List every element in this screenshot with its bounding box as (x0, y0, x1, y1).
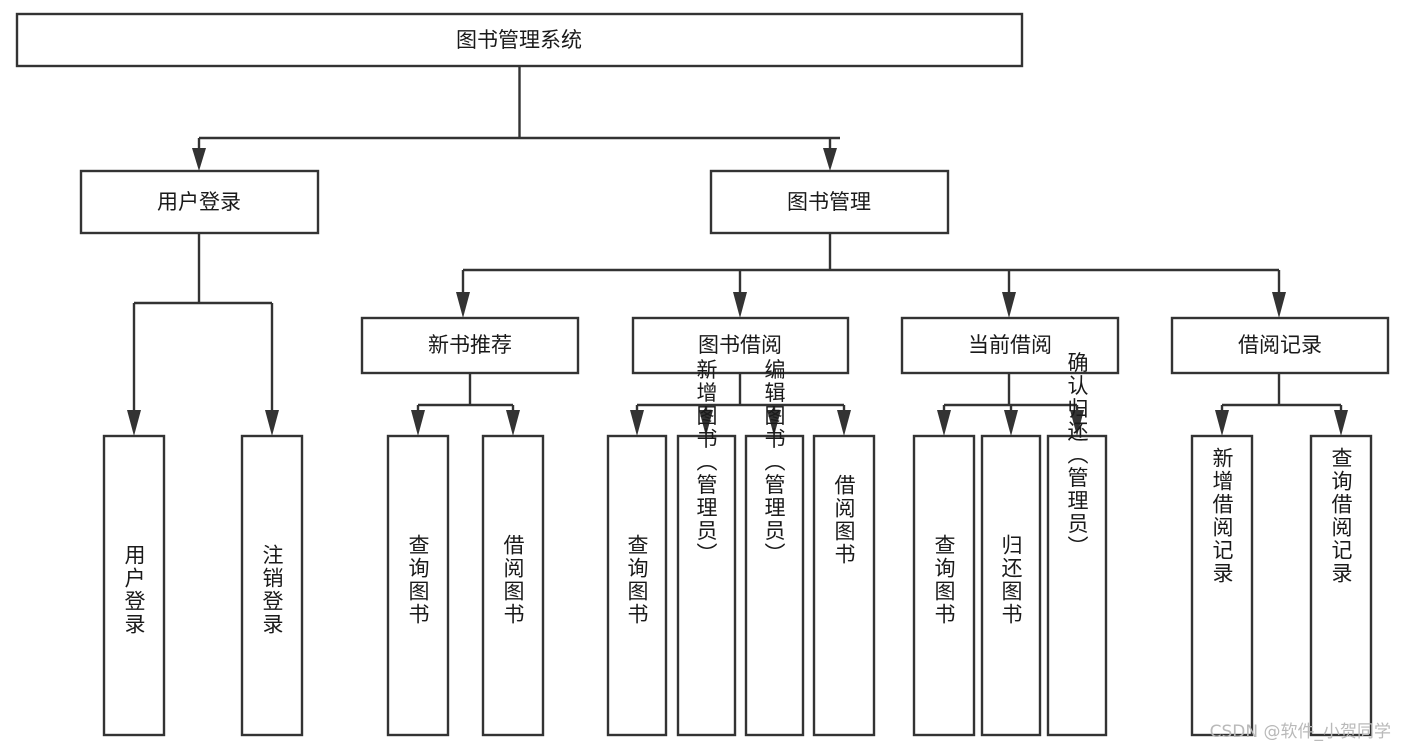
node-leaf-confirm-return-box[interactable] (1046, 434, 1108, 737)
connector-group-newbookrec (411, 373, 520, 436)
node-leaf-user-login[interactable]: 用户登录 (102, 434, 166, 737)
node-leaf-borrow-book-1-label: 借阅图书 (501, 534, 525, 626)
node-leaf-add-record-box[interactable] (1190, 434, 1254, 737)
node-book-manage-label: 图书管理 (787, 190, 871, 214)
node-leaf-logout[interactable]: 注销登录 (240, 434, 304, 737)
arrow-head-leaf-query-book-2 (630, 410, 644, 436)
connector-group-userlogin (127, 233, 279, 436)
node-leaf-query-book-2[interactable]: 查询图书 (606, 434, 668, 737)
node-root-box[interactable] (15, 12, 1024, 68)
node-leaf-query-book-1-box[interactable] (386, 434, 450, 737)
node-leaf-borrow-book-2-box[interactable] (812, 434, 876, 737)
node-leaf-edit-book[interactable]: 编辑图书（管理员） (744, 359, 805, 737)
node-book-borrow[interactable]: 图书借阅 (631, 316, 850, 375)
node-leaf-query-book-1-label: 查询图书 (406, 534, 430, 626)
arrow-head-leaf-logout (265, 410, 279, 436)
node-user-login-label: 用户登录 (157, 190, 241, 214)
arrow-head-borrowrecord (1272, 292, 1286, 318)
arrow-head-leaf-borrow-book-2 (837, 410, 851, 436)
node-leaf-add-record-label: 新增借阅记录 (1210, 447, 1234, 585)
node-leaf-return-book-label: 归还图书 (999, 534, 1023, 626)
connector-group-bookborrow (630, 373, 851, 436)
node-leaf-query-book-3-label: 查询图书 (932, 534, 956, 626)
node-leaf-query-book-3-box[interactable] (912, 434, 976, 737)
node-leaf-return-book[interactable]: 归还图书 (980, 434, 1042, 737)
node-current-borrow[interactable]: 当前借阅 (900, 316, 1120, 375)
arrow-head-leaf-add-book (699, 410, 713, 436)
node-borrow-record-box[interactable] (1170, 316, 1390, 375)
node-leaf-logout-box[interactable] (240, 434, 304, 737)
node-leaf-borrow-book-2-label: 借阅图书 (832, 474, 856, 566)
node-borrow-record[interactable]: 借阅记录 (1170, 316, 1390, 375)
connector-group-bookmanage (456, 233, 1286, 318)
node-current-borrow-box[interactable] (900, 316, 1120, 375)
node-leaf-add-record[interactable]: 新增借阅记录 (1190, 434, 1254, 737)
node-new-book-rec-box[interactable] (360, 316, 580, 375)
arrow-head-userlogin (192, 148, 206, 171)
node-leaf-edit-book-box[interactable] (744, 434, 805, 737)
node-new-book-rec-label: 新书推荐 (428, 333, 512, 357)
node-leaf-query-record-label: 查询借阅记录 (1329, 447, 1353, 585)
node-leaf-add-book[interactable]: 新增图书（管理员） (676, 359, 737, 737)
connector-group-borrowrecord (1215, 373, 1348, 436)
node-leaf-confirm-return-label: 确认归还（管理员） (1065, 352, 1089, 559)
node-leaf-return-book-box[interactable] (980, 434, 1042, 737)
node-current-borrow-label: 当前借阅 (968, 333, 1052, 357)
arrow-head-currentborrow (1002, 292, 1016, 318)
node-book-manage-box[interactable] (709, 169, 950, 235)
node-root-label: 图书管理系统 (456, 28, 582, 52)
node-root[interactable]: 图书管理系统 (15, 12, 1024, 68)
arrow-head-leaf-user-login (127, 410, 141, 436)
arrow-head-leaf-edit-book (767, 410, 781, 436)
arrow-head-leaf-query-book-3 (937, 410, 951, 436)
node-new-book-rec[interactable]: 新书推荐 (360, 316, 580, 375)
node-leaf-borrow-book-2[interactable]: 借阅图书 (812, 434, 876, 737)
node-book-borrow-box[interactable] (631, 316, 850, 375)
node-leaf-user-login-box[interactable] (102, 434, 166, 737)
node-leaf-confirm-return[interactable]: 确认归还（管理员） (1046, 352, 1108, 737)
node-leaf-query-book-2-label: 查询图书 (625, 534, 649, 626)
node-leaf-borrow-book-1-box[interactable] (481, 434, 545, 737)
node-book-manage[interactable]: 图书管理 (709, 169, 950, 235)
arrow-head-leaf-add-record (1215, 410, 1229, 436)
arrow-head-leaf-return-book (1004, 410, 1018, 436)
node-leaf-edit-book-label: 编辑图书（管理员） (762, 359, 786, 566)
arrow-head-leaf-borrow-book-1 (506, 410, 520, 436)
node-leaf-query-book-3[interactable]: 查询图书 (912, 434, 976, 737)
node-leaf-query-book-2-box[interactable] (606, 434, 668, 737)
node-leaf-borrow-book-1[interactable]: 借阅图书 (481, 434, 545, 737)
connector-group-root (192, 66, 840, 171)
node-user-login[interactable]: 用户登录 (79, 169, 320, 235)
node-leaf-logout-label: 注销登录 (260, 544, 284, 636)
arrow-head-bookborrow (733, 292, 747, 318)
node-book-borrow-label: 图书借阅 (698, 333, 782, 357)
node-user-login-box[interactable] (79, 169, 320, 235)
node-borrow-record-label: 借阅记录 (1238, 333, 1322, 357)
node-leaf-query-record[interactable]: 查询借阅记录 (1309, 434, 1373, 737)
arrow-head-leaf-query-book-1 (411, 410, 425, 436)
node-leaf-query-record-box[interactable] (1309, 434, 1373, 737)
node-leaf-add-book-box[interactable] (676, 434, 737, 737)
arrow-head-bookmanage (823, 148, 837, 171)
node-leaf-query-book-1[interactable]: 查询图书 (386, 434, 450, 737)
arrow-head-leaf-query-record (1334, 410, 1348, 436)
node-leaf-add-book-label: 新增图书（管理员） (694, 359, 718, 566)
arrow-head-newbookrec (456, 292, 470, 318)
connector-group-currentborrow (937, 373, 1084, 436)
node-leaf-user-login-label: 用户登录 (122, 544, 146, 636)
arrow-head-leaf-confirm-return (1070, 410, 1084, 436)
